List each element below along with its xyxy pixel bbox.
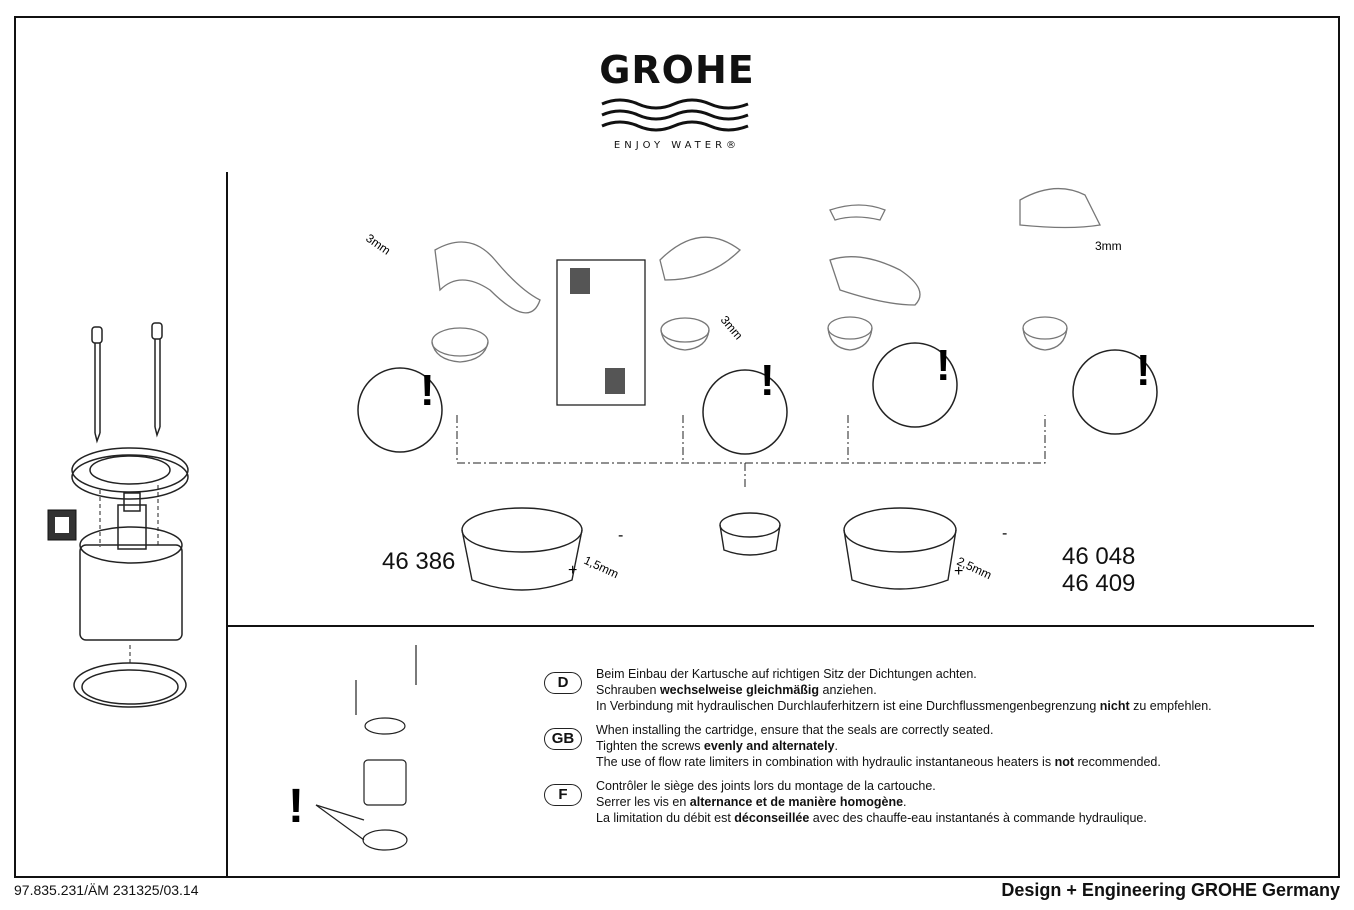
installation-diagram: 3mm 3mm 3mm ! ! ! ! 1,5mm 2,5mm - + - +	[357, 187, 1158, 591]
warning-mark-1: !	[420, 366, 435, 415]
instruction-text: Beim Einbau der Kartusche auf richtigen …	[596, 666, 1212, 714]
tool-label-3mm-b: 3mm	[718, 313, 746, 342]
instruction-text: When installing the cartridge, ensure th…	[596, 722, 1161, 770]
instruction-segment: anziehen.	[819, 683, 877, 697]
instruction-line: Tighten the screws evenly and alternatel…	[596, 738, 1161, 754]
language-badge: D	[544, 672, 582, 694]
grohe-logo: GROHE ENJOY WATER®	[570, 48, 784, 160]
page-frame	[14, 16, 1340, 878]
instruction-segment: recommended.	[1074, 755, 1161, 769]
instruction-emphasis: not	[1054, 755, 1074, 769]
tool-label-3mm-c: 3mm	[1095, 239, 1122, 253]
instruction-line: Serrer les vis en alternance et de maniè…	[596, 794, 1147, 810]
plus-sign-1: +	[568, 562, 577, 579]
instruction-line: Beim Einbau der Kartusche auf richtigen …	[596, 666, 1212, 682]
plus-sign-2: +	[954, 563, 963, 580]
instruction-line: When installing the cartridge, ensure th…	[596, 722, 1161, 738]
vertical-divider	[226, 172, 228, 878]
language-badge: GB	[544, 728, 582, 750]
part-number-46048: 46 048	[1062, 543, 1136, 570]
warning-mark-4: !	[1136, 346, 1151, 395]
warning-mark-2: !	[760, 356, 775, 405]
instruction-segment: When installing the cartridge, ensure th…	[596, 723, 994, 737]
instruction-emphasis: déconseillée	[734, 811, 810, 825]
instruction-segment: Tighten the screws	[596, 739, 704, 753]
instruction-segment: Schrauben	[596, 683, 660, 697]
instruction-text: Contrôler le siège des joints lors du mo…	[596, 778, 1147, 826]
part-number-46409: 46 409	[1062, 570, 1136, 597]
document-number: 97.835.231/ÄM 231325/03.14	[14, 882, 199, 898]
minus-sign-2: -	[1002, 525, 1007, 542]
instruction-line: The use of flow rate limiters in combina…	[596, 754, 1161, 770]
minus-sign-1: -	[618, 527, 623, 544]
inset-box	[556, 259, 646, 406]
instruction-segment: In Verbindung mit hydraulischen Durchlau…	[596, 699, 1100, 713]
instruction-segment: La limitation du débit est	[596, 811, 735, 825]
instruction-segment: Contrôler le siège des joints lors du mo…	[596, 779, 936, 793]
part-number-46386: 46 386	[382, 548, 456, 575]
seal-check-drawing: !	[288, 645, 417, 851]
exploded-cartridge-drawing	[47, 322, 189, 708]
instruction-emphasis: evenly and alternately	[703, 739, 835, 753]
tool-label-1-5mm: 1,5mm	[582, 553, 621, 581]
instruction-line: Contrôler le siège des joints lors du mo…	[596, 778, 1147, 794]
warning-mark-5: !	[288, 780, 304, 833]
logo-waves-icon	[601, 98, 749, 132]
instruction-segment: The use of flow rate limiters in combina…	[596, 755, 1055, 769]
instruction-segment: zu empfehlen.	[1129, 699, 1212, 713]
tool-label-3mm-a: 3mm	[363, 231, 393, 258]
instruction-emphasis: nicht	[1099, 699, 1130, 713]
design-credit: Design + Engineering GROHE Germany	[1001, 880, 1340, 900]
warning-mark-3: !	[936, 341, 951, 390]
instruction-line: La limitation du débit est déconseillée …	[596, 810, 1147, 826]
instruction-segment: avec des chauffe-eau instantanés à comma…	[809, 811, 1147, 825]
instruction-emphasis: alternance et de manière homogène	[689, 795, 904, 809]
instruction-line: In Verbindung mit hydraulischen Durchlau…	[596, 698, 1212, 714]
logo-tagline: ENJOY WATER®	[613, 140, 741, 151]
instruction-line: Schrauben wechselweise gleichmäßig anzie…	[596, 682, 1212, 698]
instruction-emphasis: wechselweise gleichmäßig	[659, 683, 820, 697]
logo-wordmark: GROHE	[599, 48, 755, 92]
language-badge: F	[544, 784, 582, 806]
instruction-segment: .	[903, 795, 907, 809]
instruction-segment: Serrer les vis en	[596, 795, 690, 809]
instruction-segment: .	[834, 739, 839, 753]
instruction-segment: Beim Einbau der Kartusche auf richtigen …	[596, 667, 977, 681]
horizontal-divider	[228, 625, 1314, 627]
